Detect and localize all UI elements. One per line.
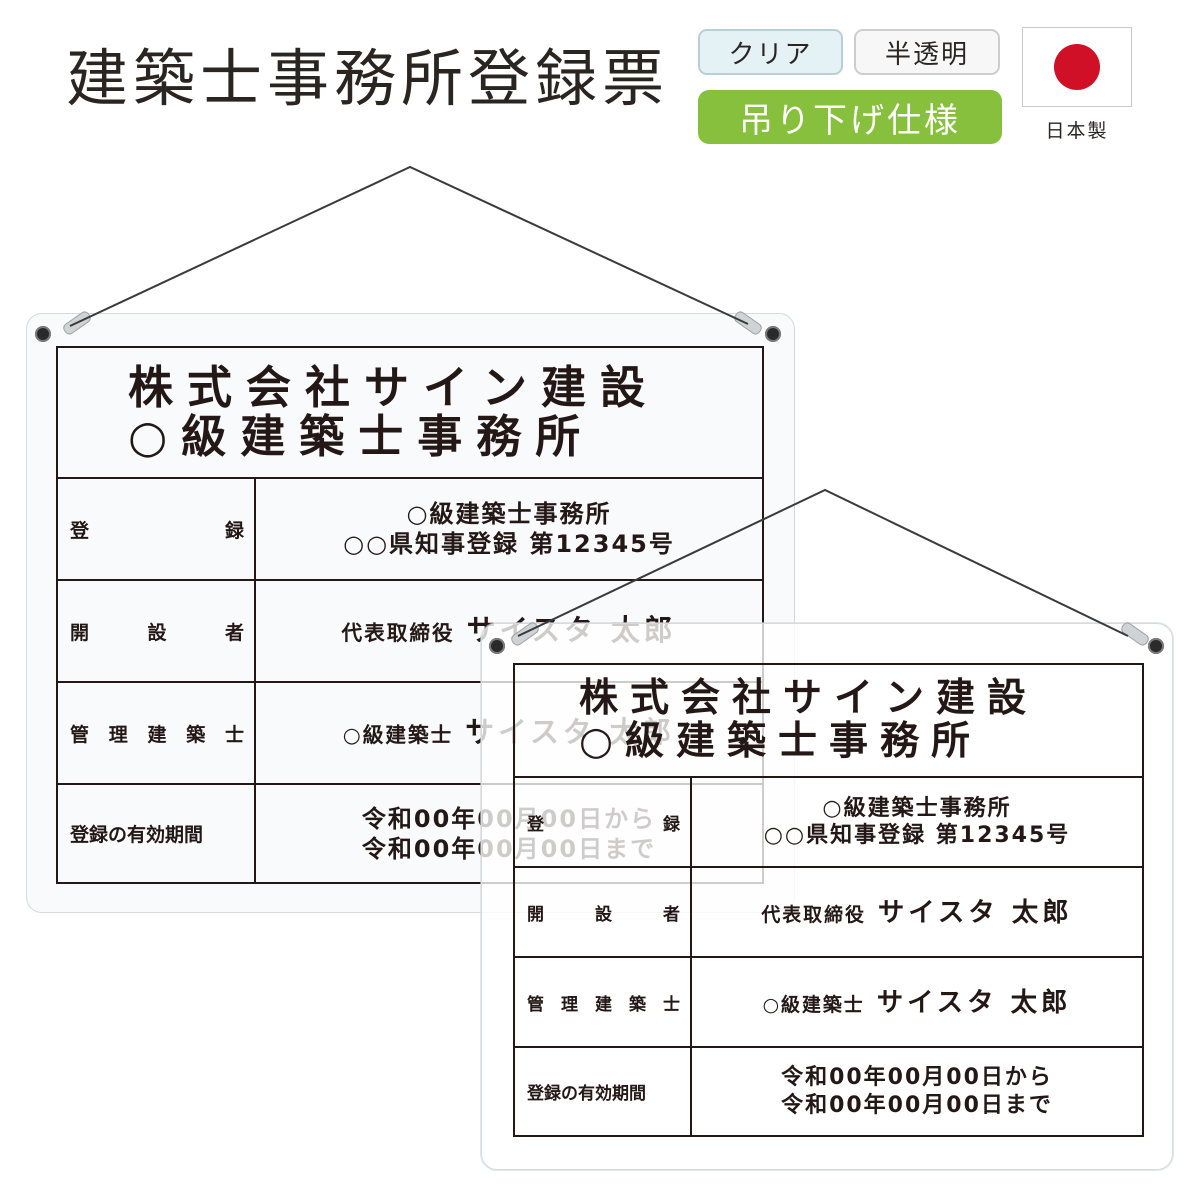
row-label: 登録の有効期間 xyxy=(58,785,256,882)
semi-transparent-badge: 半透明 xyxy=(854,29,1000,75)
row-label: 登録 xyxy=(58,479,256,579)
mount-hole-icon xyxy=(1148,638,1164,654)
row-label: 登録 xyxy=(515,778,692,866)
clear-badge: クリア xyxy=(698,29,843,75)
mount-hole-icon xyxy=(765,326,781,342)
row-value: 代表取締役サイスタ 太郎 xyxy=(761,896,1073,928)
table-row: 登録の有効期間 令和00年00月00日から 令和00年00月00日まで xyxy=(515,1048,1142,1135)
company-name: 株式会社サイン建設 xyxy=(579,676,1039,722)
row-value: ○級建築士サイスタ 太郎 xyxy=(762,986,1072,1018)
table-row: 登録 ○級建築士事務所 ○○県知事登録 第12345号 xyxy=(58,479,762,581)
row-value: 令和00年00月00日から 令和00年00月00日まで xyxy=(781,1065,1053,1118)
table-row: 登録 ○級建築士事務所 ○○県知事登録 第12345号 xyxy=(515,778,1142,868)
row-label: 管理建築士 xyxy=(58,683,256,783)
row-label: 登録の有効期間 xyxy=(515,1048,692,1135)
sign-face-semi-transparent: 株式会社サイン建設 ○級建築士事務所 登録 ○級建築士事務所 ○○県知事登録 第… xyxy=(513,663,1144,1137)
company-name: 株式会社サイン建設 xyxy=(128,360,660,414)
mount-hole-icon xyxy=(489,638,505,654)
table-row: 開設者 代表取締役サイスタ 太郎 xyxy=(515,868,1142,958)
mount-hole-icon xyxy=(35,326,51,342)
office-class: ○級建築士事務所 xyxy=(128,409,595,463)
japan-flag-icon xyxy=(1022,27,1132,107)
row-label: 管理建築士 xyxy=(515,958,692,1046)
hanging-type-badge: 吊り下げ仕様 xyxy=(698,90,1002,144)
page-title: 建築士事務所登録票 xyxy=(66,42,670,115)
table-row: 管理建築士 ○級建築士サイスタ 太郎 xyxy=(515,958,1142,1048)
sign-heading: 株式会社サイン建設 ○級建築士事務所 xyxy=(58,348,762,479)
row-label: 開設者 xyxy=(515,868,692,956)
sign-heading: 株式会社サイン建設 ○級建築士事務所 xyxy=(515,665,1142,778)
semi-transparent-sign-board xyxy=(481,623,1173,1170)
row-label: 開設者 xyxy=(58,581,256,681)
row-value: ○級建築士事務所 ○○県知事登録 第12345号 xyxy=(763,795,1071,849)
office-class: ○級建築士事務所 xyxy=(579,718,983,764)
row-value: ○級建築士事務所 ○○県知事登録 第12345号 xyxy=(343,500,675,558)
made-in-japan-label: 日本製 xyxy=(1045,120,1109,142)
